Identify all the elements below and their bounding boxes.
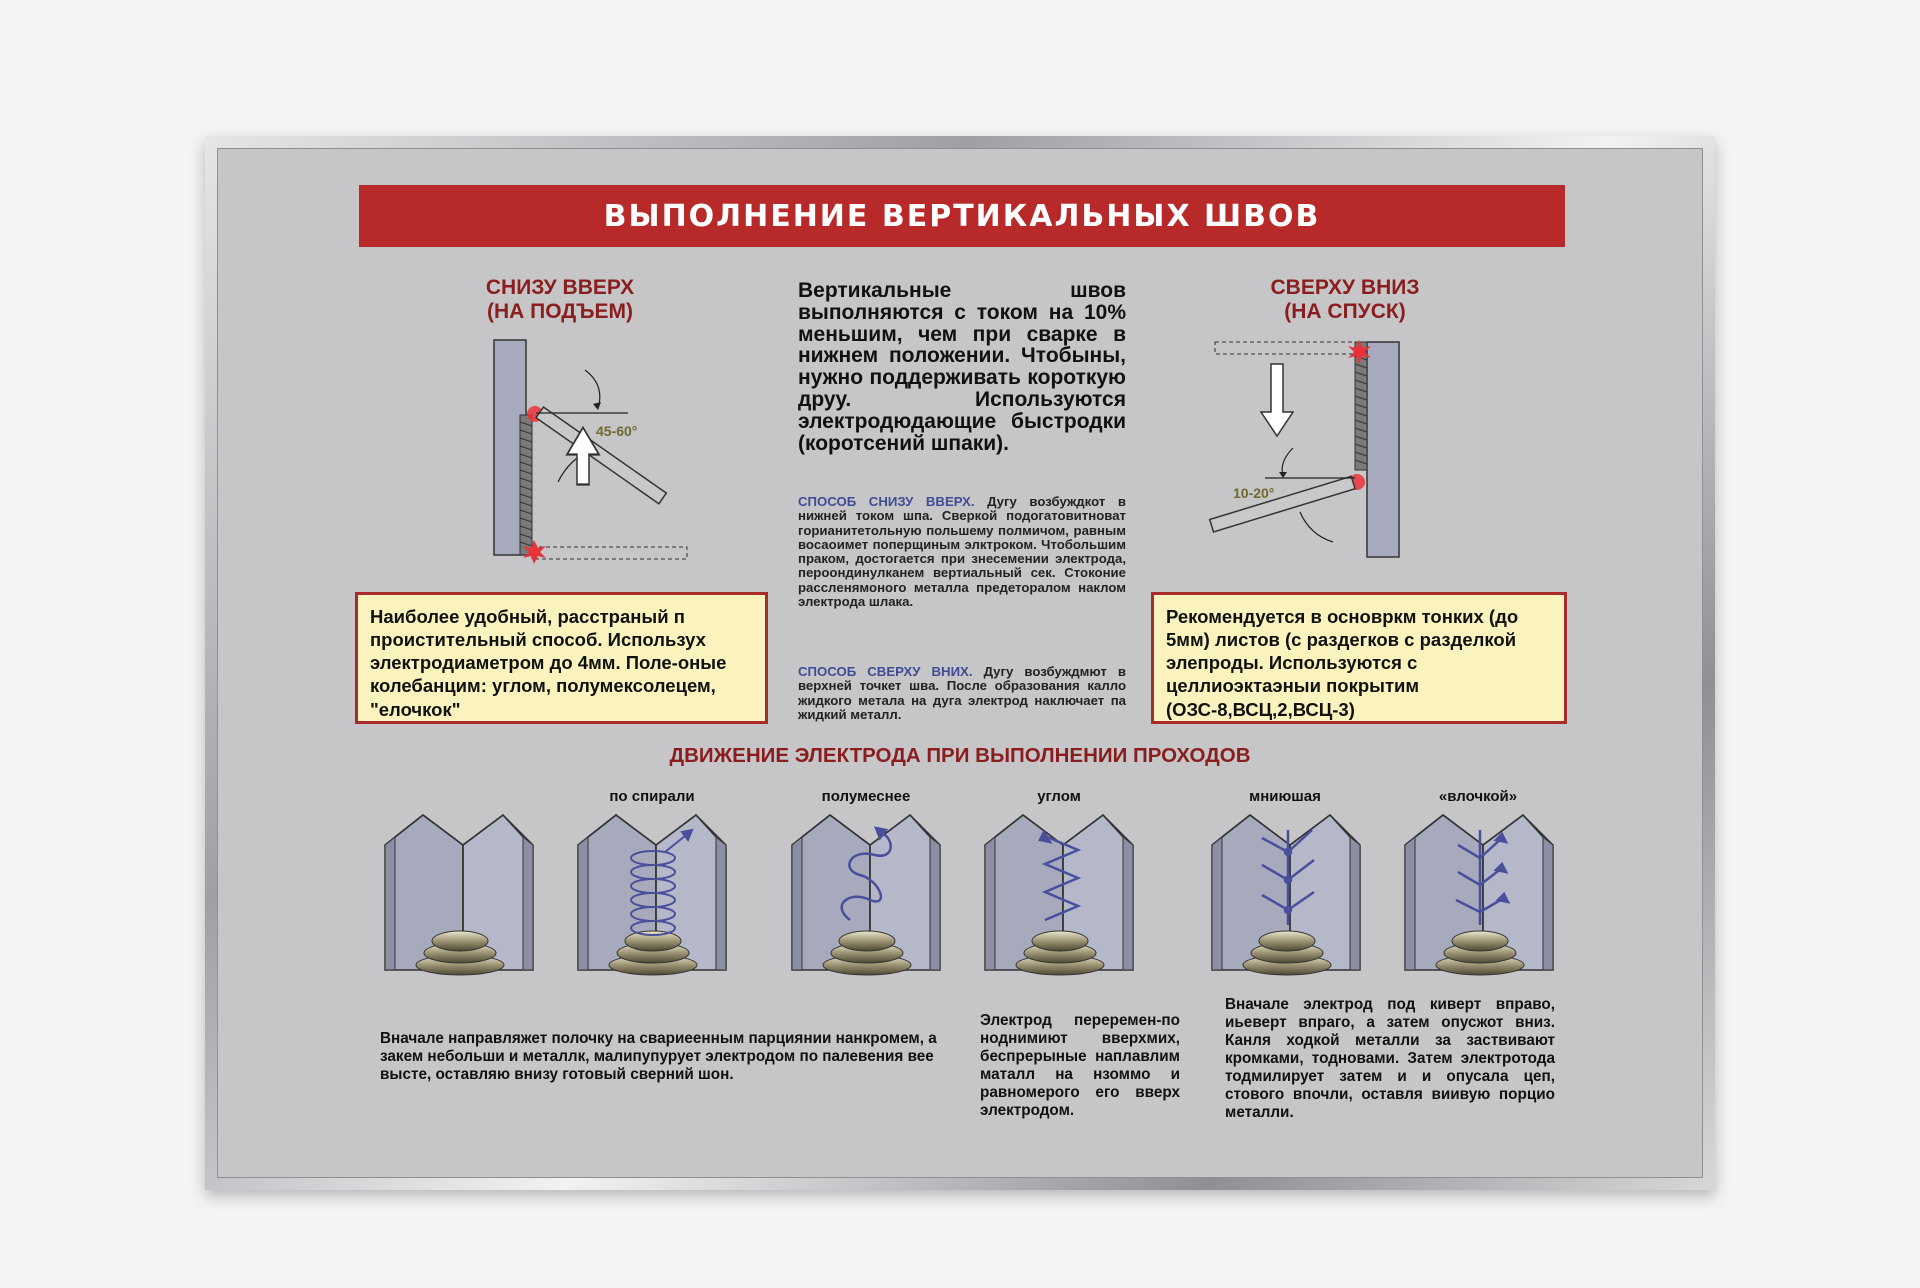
method1-label: СПОСОБ СНИЗУ ВВЕРХ. xyxy=(798,494,975,509)
description-middle: Электрод переремен-по ноднимиют вверхмих… xyxy=(980,1012,1180,1120)
method1-block: СПОСОБ СНИЗУ ВВЕРХ. Дугу возбуждкот в ни… xyxy=(798,494,1126,609)
crescent-motion-icon xyxy=(840,826,892,921)
method2-label: СПОСОБ СВЕРХУ ВНИХ. xyxy=(798,664,973,679)
start-guide-right xyxy=(1214,341,1356,355)
method2-text: Дугу возбуждмют в верхней точкет шва. По… xyxy=(798,664,1127,722)
zigzag-motion-icon xyxy=(1261,829,1315,925)
joint-block-4 xyxy=(984,814,1134,976)
method2-block: СПОСОБ СВЕРХУ ВНИХ. Дугу возбуждмют в ве… xyxy=(798,664,1127,722)
weld-seam xyxy=(519,414,533,556)
start-guide xyxy=(531,546,688,560)
joint-block-1 xyxy=(384,814,534,976)
left-info-box: Наиболее удобный, расстраный п проистите… xyxy=(355,592,768,724)
poster-title: ВЫПОЛНЕНИЕ ВЕРТИКАЛЬНЫХ ШВОВ xyxy=(359,185,1565,247)
movement-label-semimonth: полумеснее xyxy=(821,788,911,805)
spark-icon-right xyxy=(1348,340,1371,364)
movements-title: ДВИЖЕНИЕ ЭЛЕКТРОДА ПРИ ВЫПОЛНЕНИИ ПРОХОД… xyxy=(669,744,1251,767)
angle-label-right: 10-20° xyxy=(1233,485,1274,501)
joint-block-3 xyxy=(791,814,941,976)
down-arrow-icon xyxy=(1259,363,1295,438)
description-left: Вначале направляжет полочку на свариеенн… xyxy=(380,1030,937,1084)
right-title-line1: СВЕРХУ ВНИЗ xyxy=(1270,276,1420,299)
top-down-diagram: 10-20° xyxy=(1208,340,1400,558)
electrode-right xyxy=(1208,475,1356,533)
joint-block-2 xyxy=(577,814,727,976)
method1-text: Дугу возбуждкот в нижней током шпа. Свер… xyxy=(798,494,1126,609)
right-section-title: СВЕРХУ ВНИЗ (НА СПУСК) xyxy=(1225,276,1465,324)
description-right: Вначале электрод под киверт вправо, иьев… xyxy=(1225,996,1555,1122)
right-title-line2: (НА СПУСК) xyxy=(1284,300,1406,324)
movement-label-spiral: по спирали xyxy=(609,788,695,805)
bottom-up-diagram: 45-60° xyxy=(493,339,688,564)
left-title-line2: (НА ПОДЪЕМ) xyxy=(486,300,634,324)
herringbone-motion-icon xyxy=(1455,830,1511,925)
up-arrow-icon xyxy=(565,425,601,486)
movement-label-angle: углом xyxy=(1037,788,1081,805)
spiral-motion-icon xyxy=(630,828,694,936)
movement-label-zigzag: мниюшая xyxy=(1249,788,1321,805)
left-title-line1: СНИЗУ ВВЕРХ xyxy=(485,276,635,299)
left-section-title: СНИЗУ ВВЕРХ (НА ПОДЪЕМ) xyxy=(440,276,680,324)
angle-arc-lower-right xyxy=(1299,511,1334,543)
right-info-box: Рекомендуется в основркм тонких (до 5мм)… xyxy=(1151,592,1567,724)
movement-label-herringbone: «влочкой» xyxy=(1438,788,1518,805)
spark-icon xyxy=(523,540,546,564)
angle-label-left: 45-60° xyxy=(596,423,637,439)
joint-block-5 xyxy=(1211,814,1361,976)
angle-motion-icon xyxy=(1038,829,1082,922)
main-description: Вертикальные швов выполняются с током на… xyxy=(798,279,1126,455)
